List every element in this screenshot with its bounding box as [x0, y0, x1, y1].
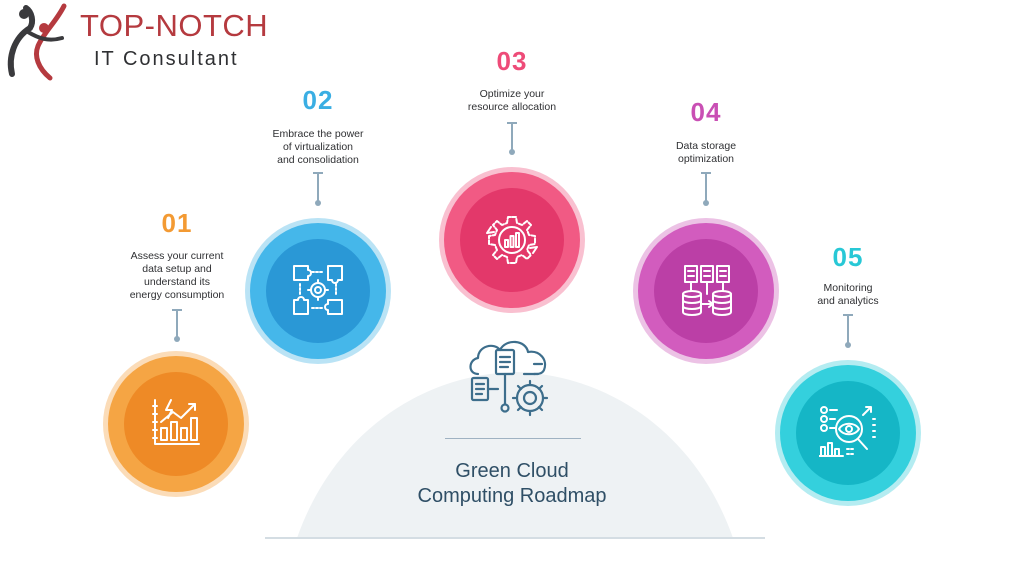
- connector-dot-04: [703, 200, 709, 206]
- connector-04: [705, 172, 707, 202]
- step-text-02: Embrace the power of virtualization and …: [272, 128, 364, 166]
- step-text-01: Assess your current data setup and under…: [129, 250, 225, 301]
- brand-name: TOP-NOTCH: [80, 8, 269, 43]
- brand-logo: TOP-NOTCH IT Consultant: [0, 0, 270, 82]
- step-number-04: 04: [690, 97, 722, 127]
- brand-tagline: IT Consultant: [94, 48, 239, 70]
- energy-chart-icon: [152, 399, 200, 445]
- connector-dot-05: [845, 342, 851, 348]
- brand-mark-icon: [7, 3, 67, 81]
- cloud-computing-gear-icon: [469, 340, 549, 417]
- connector-03: [511, 122, 513, 152]
- monitoring-eye-icon: [819, 406, 878, 457]
- connector-dot-01: [174, 336, 180, 342]
- step-text-05: Monitoring and analytics: [817, 282, 879, 307]
- step-number-02: 02: [302, 85, 334, 115]
- hub-title-line-1: Green Cloud: [455, 460, 569, 482]
- step-number-05: 05: [832, 242, 864, 272]
- hub-title: Green Cloud Computing Roadmap: [382, 459, 642, 509]
- hub-title-line-2: Computing Roadmap: [417, 485, 607, 507]
- step-text-04: Data storage optimization: [675, 140, 737, 165]
- connector-05: [847, 314, 849, 344]
- connector-dot-03: [509, 149, 515, 155]
- step-number-03: 03: [496, 46, 528, 76]
- puzzle-gear-icon: [293, 265, 343, 315]
- step-text-03: Optimize your resource allocation: [467, 88, 557, 113]
- database-storage-icon: [682, 265, 732, 316]
- hub-dome: [265, 372, 765, 539]
- gear-bar-chart-icon: [486, 216, 538, 264]
- connector-dot-02: [315, 200, 321, 206]
- hub-divider: [445, 438, 581, 439]
- step-number-01: 01: [161, 208, 193, 238]
- connector-01: [176, 309, 178, 339]
- connector-02: [317, 172, 319, 202]
